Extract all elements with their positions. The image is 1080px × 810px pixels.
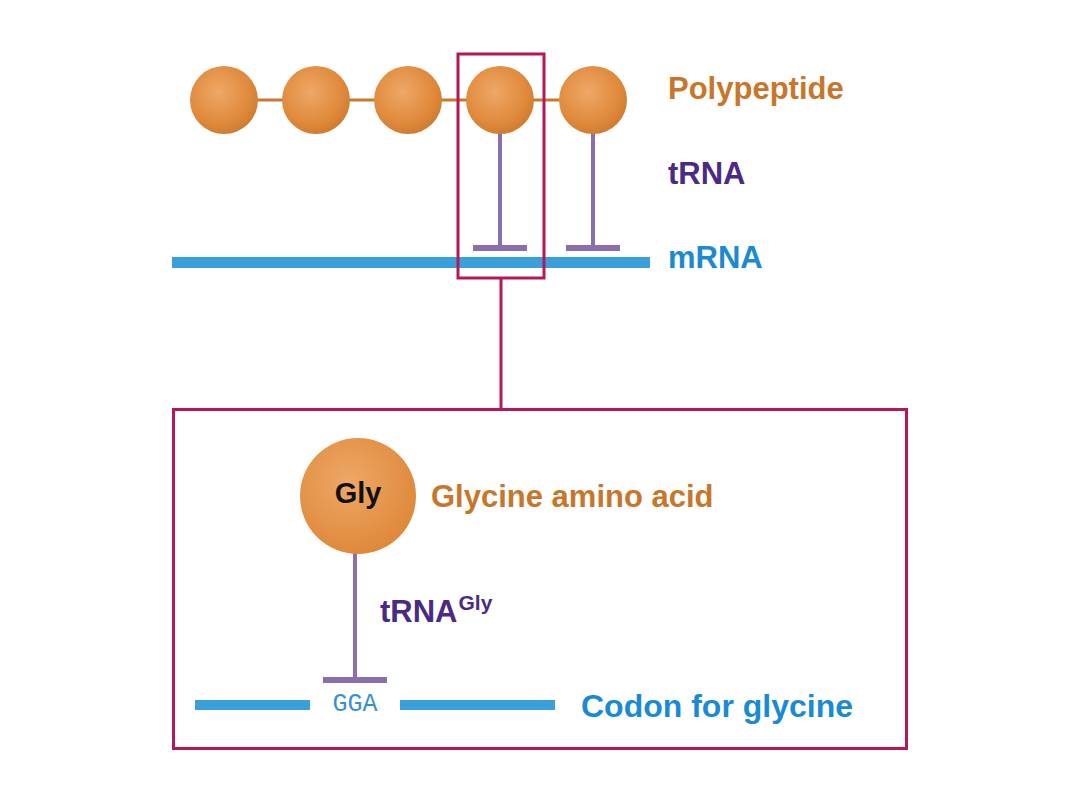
trna-symbol — [323, 550, 387, 680]
amino-acid-circle: Gly — [300, 438, 416, 554]
amino-acid-ball — [190, 66, 627, 134]
codon-label: Codon for glycine — [581, 689, 853, 724]
part-label: Polypeptide — [668, 72, 844, 106]
amino-acid-label: Glycine amino acid — [431, 480, 714, 514]
amino-acid-abbrev: Gly — [335, 478, 382, 510]
part-label: tRNA — [380, 595, 458, 629]
inset-box: Gly Glycine amino acidCodon for glycine — [172, 408, 908, 750]
trna-symbol — [473, 130, 620, 248]
mrna-strand — [172, 257, 650, 268]
part-label: mRNA — [668, 241, 763, 275]
superscript: Gly — [459, 591, 493, 614]
part-label: tRNA — [668, 157, 746, 191]
codon-sequence: GGA — [328, 691, 381, 719]
highlight-box — [458, 54, 544, 278]
zoom-leader — [500, 278, 503, 408]
